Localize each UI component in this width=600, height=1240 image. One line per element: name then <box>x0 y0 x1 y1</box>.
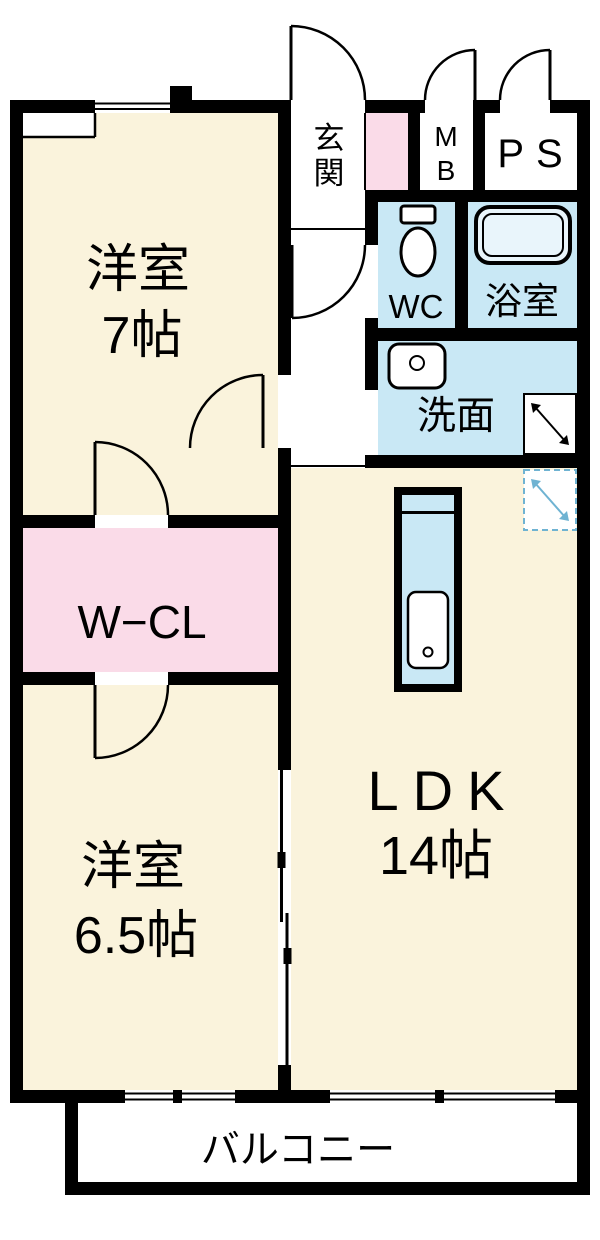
sliding-door <box>277 770 292 1065</box>
wall-mb-left <box>408 100 420 202</box>
washbasin-icon <box>387 342 447 390</box>
ldk-label: LDK <box>368 759 519 822</box>
thin-lines <box>23 113 366 467</box>
kitchen-counter <box>394 487 462 692</box>
wcl-door-bottom-arc <box>94 684 170 760</box>
wall-bath-washroom <box>365 328 590 341</box>
outer-walls <box>10 86 590 1195</box>
kitchen-sink <box>406 590 450 670</box>
wall-right <box>577 100 590 1195</box>
washer-space-icon <box>523 393 577 455</box>
wall-left <box>10 100 23 1103</box>
room65-size-label: 6.5帖 <box>74 907 198 965</box>
fridge-space-diagonal <box>534 482 566 518</box>
room-western7-floor <box>23 113 278 515</box>
wall-bottom-2 <box>235 1090 330 1103</box>
bathtub-icon <box>474 205 572 265</box>
balcony-wall-bottom <box>65 1182 590 1195</box>
toilet-bowl <box>399 226 437 278</box>
mb-label-1: M <box>434 121 457 152</box>
wall-wc-bath <box>455 202 468 328</box>
wall-wcl-bottom-1 <box>10 672 95 685</box>
wall-hall-room7-lower <box>278 448 291 770</box>
wall-washroom-ldk <box>365 455 590 468</box>
balcony-label: バルコニー <box>201 1129 395 1172</box>
room7-size-label: 7帖 <box>102 307 183 365</box>
interior-walls <box>10 100 590 1090</box>
window-ldk-mullion <box>435 1090 444 1103</box>
fridge-arrow-nw <box>531 479 541 489</box>
toilet-icon <box>399 204 437 278</box>
toilet-tank <box>399 204 437 225</box>
genkan-step-floor <box>365 113 408 190</box>
doors <box>93 24 552 760</box>
wall-mb-ps <box>473 100 485 202</box>
kitchen-drain <box>422 646 434 658</box>
bathtub-inner <box>482 213 564 257</box>
wc-label: WC <box>389 288 444 325</box>
washroom-label: 洗面 <box>417 395 495 438</box>
mb-label-2: B <box>437 155 456 186</box>
sliding-door-handle1 <box>277 852 286 868</box>
ps-door-arc <box>498 48 551 101</box>
wall-pillar-stub <box>170 86 192 100</box>
room-fills <box>23 113 577 1182</box>
room7-door-arc <box>188 373 264 449</box>
wall-bottom-3 <box>555 1090 590 1103</box>
washer-arrow-nw <box>531 403 541 413</box>
hallway-floor <box>291 113 365 468</box>
sliding-door-handle2 <box>283 948 292 964</box>
bathtub-outer <box>474 205 572 265</box>
mb-door-arc <box>423 48 476 101</box>
corner-duct <box>23 113 95 137</box>
bathroom-label: 浴室 <box>485 281 559 322</box>
ps-label: PS <box>497 132 574 176</box>
wall-hall-room7-upper <box>278 113 291 375</box>
walkin-closet-floor <box>23 528 278 672</box>
wall-top-2 <box>170 100 291 113</box>
genkan-label-2: 関 <box>314 156 345 191</box>
wall-wcl-top-2 <box>168 515 291 528</box>
room65-label: 洋室 <box>81 838 185 896</box>
labels: 玄 関 M B PS WC 浴室 洗面 洋室 7帖 W−CL 洋室 6.5帖 L… <box>74 121 574 1172</box>
wall-wcl-top-1 <box>10 515 95 528</box>
ldk-size-label: 14帖 <box>379 826 493 886</box>
wcl-label: W−CL <box>77 596 206 648</box>
wcl-door-top-arc <box>94 440 170 516</box>
genkan-label-1: 玄 <box>314 121 345 156</box>
kitchen-divider <box>402 511 454 514</box>
wall-hall-wc-upper <box>365 202 378 245</box>
room-western65-floor <box>23 685 278 1090</box>
windows <box>95 102 555 1103</box>
wc-door-arc <box>291 244 367 320</box>
washbasin-faucet <box>409 355 425 371</box>
window-room65-mullion <box>173 1090 182 1103</box>
entrance-door-arc <box>290 24 367 101</box>
pipe-space-floor <box>485 113 577 190</box>
fridge-arrow-se <box>559 511 569 521</box>
wall-wcl-bottom-2 <box>168 672 291 685</box>
fridge-space-icon <box>523 469 577 531</box>
wall-top-1 <box>10 100 95 113</box>
wall-ldk-room65-end <box>278 1065 291 1090</box>
meter-box-floor <box>420 113 473 190</box>
room7-label: 洋室 <box>86 241 190 299</box>
balcony-wall-left <box>65 1103 78 1195</box>
balcony-floor <box>78 1103 577 1182</box>
washer-space-diagonal <box>534 406 566 442</box>
wall-bottom-1 <box>10 1090 125 1103</box>
washer-arrow-se <box>559 435 569 445</box>
